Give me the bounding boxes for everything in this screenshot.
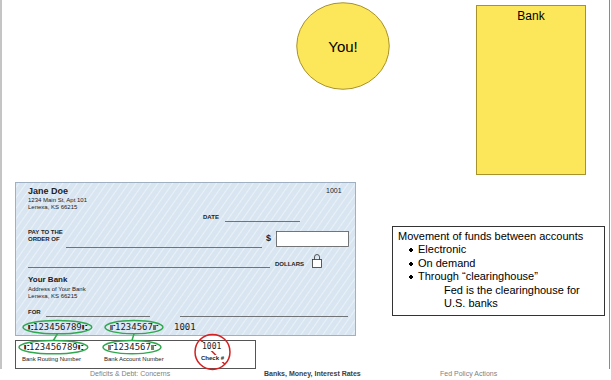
payee-field-label: PAY TO THE ORDER OF <box>28 229 64 243</box>
dollars-line <box>28 267 270 268</box>
bank-address: Address of Your Bank <box>28 286 86 293</box>
check-number: 1001 <box>326 187 342 195</box>
note-subitem: Fed is the clearinghouse for U.S. banks <box>398 284 598 311</box>
note-heading: Movement of funds between accounts <box>398 230 598 243</box>
routing-number-sample: ⑆123456789⑆ <box>24 342 83 352</box>
bank-city: Lenexa, KS 66215 <box>28 293 77 300</box>
amount-box <box>277 232 349 247</box>
check-number-caption: Check # <box>200 355 225 362</box>
micr-account: ⑈1234567⑈ <box>110 322 158 332</box>
holder-address: 1234 Main St, Apt 101 <box>28 197 87 204</box>
highlight-ellipse <box>103 341 161 354</box>
check-body <box>16 183 356 336</box>
number-legend-box <box>16 341 256 369</box>
bullet-item: On demand <box>398 257 598 270</box>
account-number-sample: ⑈1234567⑈ <box>108 342 156 352</box>
date-field-label: DATE <box>203 214 219 221</box>
slide-border <box>1 0 2 369</box>
highlight-leader <box>132 334 134 341</box>
memo-field-label: FOR <box>28 309 41 316</box>
account-holder-name: Jane Doe <box>28 186 68 196</box>
prohibition-slash <box>200 340 225 365</box>
note-box: Movement of funds between accountsElectr… <box>392 226 605 316</box>
amount-symbol: $ <box>266 233 271 243</box>
circle-shape <box>297 3 390 90</box>
node-label: You! <box>328 38 357 55</box>
slide-border <box>609 0 610 369</box>
bank-name: Your Bank <box>28 275 67 284</box>
highlight-ellipse <box>105 321 163 334</box>
security-icon <box>315 255 320 260</box>
footer-section-current: Banks, Money, Interest Rates <box>264 370 361 378</box>
security-icon <box>313 260 322 268</box>
bank-box: Bank <box>476 5 586 175</box>
highlight-leader <box>53 334 57 341</box>
highlight-ellipse <box>19 341 88 354</box>
dollars-field-label: DOLLARS <box>275 261 304 268</box>
highlight-ellipse <box>23 321 92 334</box>
holder-city: Lenexa, KS 66215 <box>28 204 77 211</box>
node-label: Bank <box>477 9 585 23</box>
person-circle: You! <box>296 2 390 90</box>
micr-check-number: 1001 <box>174 322 196 332</box>
micr-routing: ⑆123456789⑆ <box>28 322 87 332</box>
signature-line <box>180 316 348 317</box>
date-line <box>225 221 300 222</box>
bullet-item: Through “clearinghouse” <box>398 270 598 283</box>
check-number-sample: 1001 <box>201 342 222 351</box>
memo-line <box>46 316 150 317</box>
account-number-caption: Bank Account Number <box>104 356 164 363</box>
footer-section: Deficits & Debt: Concerns <box>90 370 170 378</box>
routing-number-caption: Bank Routing Number <box>22 356 81 363</box>
bullet-item: Electronic <box>398 243 598 256</box>
footer-section: Fed Policy Actions <box>440 370 497 378</box>
prohibition-circle <box>195 334 230 369</box>
payee-line <box>66 247 262 248</box>
